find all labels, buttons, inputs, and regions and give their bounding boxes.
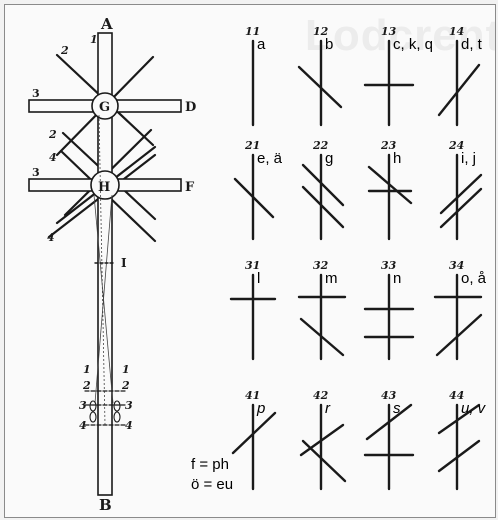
rune-stroke <box>301 163 345 207</box>
rune-code-label: 22 <box>312 139 329 152</box>
rune-code-label: 12 <box>313 25 329 38</box>
rune-stroke <box>231 411 277 455</box>
rune-stroke <box>301 185 345 229</box>
label-f: F <box>185 180 195 195</box>
rune-stroke <box>299 423 345 457</box>
rune-12: 12b <box>297 25 343 127</box>
rune-21: 21e, ä <box>233 139 283 241</box>
rune-code-label: 32 <box>313 259 329 272</box>
rune-code-label: 33 <box>381 259 397 272</box>
rune-stroke <box>439 187 483 229</box>
rune-43: 43s <box>363 389 415 491</box>
rune-code-label: 43 <box>381 389 397 402</box>
rune-stroke <box>437 403 481 435</box>
diag-label-2b: 2 <box>48 128 57 141</box>
rune-letter-label: b <box>325 36 333 53</box>
rune-code-label: 21 <box>244 139 260 152</box>
rune-letter-label: a <box>257 36 266 53</box>
rune-letter-label: s <box>393 400 401 417</box>
rune-stroke <box>233 177 275 219</box>
rune-code-label: 31 <box>245 259 260 272</box>
scale-left-4: 4 <box>79 419 87 432</box>
label-h: H <box>98 180 110 195</box>
diag-label-4a: 4 <box>49 151 57 164</box>
label-3-lower: 3 <box>32 166 40 179</box>
label-a: A <box>100 15 113 33</box>
rune-code-label: 41 <box>245 389 260 402</box>
rune-23: 23h <box>367 139 413 241</box>
rune-code-label: 34 <box>449 259 464 272</box>
rune-letter-label: i, j <box>461 150 476 167</box>
rune-32: 32m <box>297 259 347 361</box>
rune-code-label: 44 <box>449 389 464 402</box>
label-i: I <box>121 256 127 270</box>
rune-stroke <box>365 403 413 441</box>
rune-11: 11a <box>245 25 266 127</box>
rune-letter-label: e, ä <box>257 150 283 167</box>
rune-stroke <box>439 173 483 215</box>
scale-right-2: 2 <box>121 379 130 392</box>
rune-stroke <box>437 439 481 473</box>
rune-code-label: 11 <box>245 25 260 38</box>
rune-34: 34o, å <box>433 259 487 361</box>
staff: A B G H 3 3 D F 1 2 2 4 4 I 1 2 3 4 1 2 … <box>28 15 196 514</box>
rune-44: 44u, v <box>437 389 487 491</box>
ring-h <box>90 170 120 200</box>
background-title: Lodcrenti, up <box>305 11 495 60</box>
rune-code-label: 24 <box>448 139 464 152</box>
rune-stroke <box>297 65 343 109</box>
rune-22: 22g <box>301 139 345 241</box>
rune-stroke <box>437 63 481 117</box>
rune-42: 42r <box>299 389 347 491</box>
rune-letter-label: g <box>325 150 333 167</box>
scale-right-4: 4 <box>125 419 133 432</box>
diag-label-2a: 2 <box>60 44 69 57</box>
rune-letter-label: l <box>257 270 260 287</box>
rune-stroke <box>435 313 483 357</box>
diag-label-1: 1 <box>90 33 98 46</box>
scale-ticks <box>84 390 128 426</box>
label-d: D <box>185 100 196 115</box>
scale-right-1: 1 <box>122 363 130 376</box>
rune-letter-label: r <box>325 400 331 417</box>
thin-guide-b <box>94 194 113 404</box>
rune-stroke <box>367 165 413 205</box>
staff-shaft <box>97 32 113 496</box>
scale-right-3: 3 <box>125 399 133 412</box>
ring-g <box>91 92 119 120</box>
scale-left-3: 3 <box>79 399 87 412</box>
rune-letter-label: m <box>325 270 338 287</box>
label-g: G <box>99 100 110 115</box>
rune-24: 24i, j <box>439 139 483 241</box>
scale-left-2: 2 <box>82 379 91 392</box>
rune-33: 33n <box>363 259 415 361</box>
label-b: B <box>99 496 112 514</box>
rune-stroke <box>299 317 345 357</box>
rune-letter-label: d, t <box>461 36 483 53</box>
rune-code-label: 14 <box>449 25 464 38</box>
equivalence-f-ph: f = ph <box>191 456 229 473</box>
diagram-frame: Lodcrenti, up <box>4 4 496 518</box>
rune-13: 13c, k, q <box>363 25 433 127</box>
rune-letter-label: u, v <box>461 400 487 417</box>
rune-stroke <box>301 439 347 483</box>
rune-letter-label: h <box>393 150 401 167</box>
rune-14: 14d, t <box>437 25 483 127</box>
rune-31: 31l <box>229 259 277 361</box>
rune-letter-label: o, å <box>461 270 487 287</box>
rune-staff-diagram: A B G H 3 3 D F 1 2 2 4 4 I 1 2 3 4 1 2 … <box>28 15 487 514</box>
scale-left-1: 1 <box>83 363 91 376</box>
diag-label-4b: 4 <box>47 231 55 244</box>
rune-letter-label: c, k, q <box>393 36 433 53</box>
rune-letter-label: n <box>393 270 401 287</box>
rune-code-label: 13 <box>381 25 397 38</box>
rune-letter-label: p <box>256 400 265 417</box>
equivalence-o-eu: ö = eu <box>191 476 233 493</box>
label-3-upper: 3 <box>32 87 40 100</box>
rune-code-label: 23 <box>380 139 397 152</box>
rune-code-label: 42 <box>313 389 329 402</box>
rune-41: 41p <box>231 389 277 491</box>
